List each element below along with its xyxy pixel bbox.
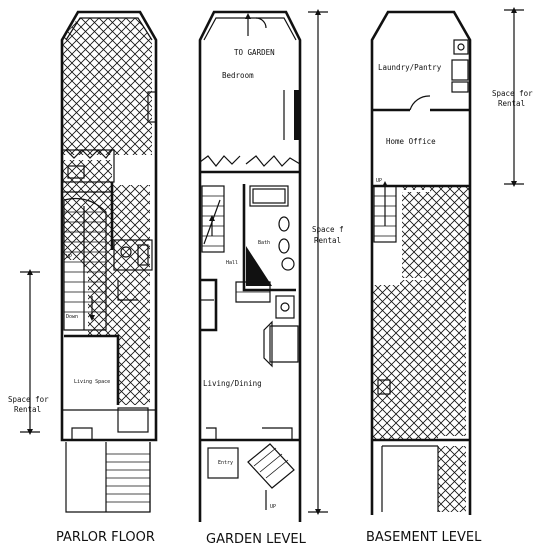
- garden-bath-wall: [242, 184, 296, 292]
- basement-hatch-front: [438, 446, 466, 512]
- garden-up-label: UP: [270, 504, 276, 510]
- garden-tub: [249, 185, 289, 207]
- parlor-tub: [137, 244, 149, 266]
- parlor-hatch-front: [62, 18, 152, 155]
- garden-living-label: Living/Dining: [203, 379, 262, 388]
- basement-sink-bowl: [457, 43, 465, 51]
- garden-level-title: GARDEN LEVEL: [206, 532, 307, 547]
- basement-office-label: Home Office: [386, 137, 436, 146]
- basement-level-title: BASEMENT LEVEL: [366, 530, 482, 545]
- garden-hall-label: Hall: [226, 260, 238, 266]
- parlor-window-box: [147, 91, 157, 123]
- garden-bath-sink-2: [278, 238, 290, 254]
- garden-bath-label: Bath: [258, 240, 270, 246]
- parlor-floor-plan: UP Down Living Space Space for Rental PA…: [8, 10, 158, 545]
- parlor-front-door: [71, 427, 93, 441]
- garden-entry-room: [207, 447, 239, 479]
- parlor-stair-treads: [64, 211, 106, 313]
- parlor-kitchen-counter: [61, 149, 115, 183]
- garden-rental-label-1: Space f: [312, 225, 344, 234]
- garden-entry-label: Entry: [218, 460, 233, 466]
- basement-rental-ticks: [504, 9, 524, 185]
- garden-bath-sink: [278, 216, 290, 232]
- parlor-vestibule: [117, 407, 149, 433]
- garden-bay-inner: [203, 17, 297, 41]
- parlor-bath-block: [113, 239, 153, 271]
- parlor-stoop-sides: [105, 442, 151, 512]
- garden-entry-step-lines: [253, 447, 289, 479]
- parlor-up-label: UP: [66, 254, 72, 260]
- garden-tub-inner: [252, 188, 286, 204]
- garden-left-niche: [200, 278, 218, 332]
- garden-bath-shower: [246, 246, 272, 286]
- garden-kitchen-angle: [263, 320, 273, 368]
- garden-toilet: [281, 257, 295, 271]
- parlor-living-label: Living Space: [74, 379, 110, 385]
- basement-washer: [451, 59, 469, 81]
- basement-hatch-pocket: [402, 192, 430, 278]
- basement-sink: [453, 39, 469, 55]
- basement-front-area: [381, 445, 439, 512]
- basement-outer-wall: [370, 10, 472, 515]
- parlor-toilet: [120, 246, 132, 258]
- parlor-rental-label-2: Rental: [14, 405, 41, 414]
- garden-level-plan: TO GARDEN Bedroom Bath Hall Living: [198, 9, 344, 547]
- garden-rear-door-swing: [255, 17, 267, 29]
- parlor-rental-ticks: [20, 271, 40, 433]
- garden-cabinet: [275, 295, 295, 319]
- garden-cabinet-sink: [280, 302, 290, 312]
- parlor-living-area: [64, 336, 116, 404]
- garden-closet-wall: [294, 90, 300, 140]
- garden-kitchen-island: [269, 325, 299, 363]
- basement-hatch-left: [372, 248, 466, 440]
- parlor-down-label: Down: [66, 314, 78, 320]
- parlor-floor-title: PARLOR FLOOR: [56, 530, 155, 545]
- basement-up-label: UP: [376, 178, 382, 184]
- garden-utility: [235, 281, 271, 303]
- garden-stair: [201, 185, 225, 253]
- basement-laundry-door: [409, 95, 431, 111]
- parlor-kitchen-zigzag: [65, 149, 113, 159]
- garden-bedroom-label: Bedroom: [222, 71, 254, 80]
- parlor-bay-inner: [65, 17, 153, 41]
- garden-to-garden-label: TO GARDEN: [234, 48, 275, 57]
- garden-rental-ticks: [308, 11, 328, 513]
- parlor-stoop: [65, 442, 151, 513]
- garden-rental-label-2: Rental: [314, 236, 341, 245]
- parlor-rental-label-1: Space for: [8, 395, 49, 404]
- basement-notch: [377, 379, 391, 395]
- basement-rental-label-2: Rental: [498, 99, 525, 108]
- parlor-sink: [67, 165, 85, 179]
- parlor-living-wall: [64, 334, 120, 405]
- garden-entry-steps: [247, 443, 295, 489]
- basement-rental-label-1: Space for: [492, 89, 533, 98]
- garden-zigzag-partition: [199, 155, 301, 167]
- parlor-outer-wall: [60, 10, 158, 442]
- parlor-stair: [63, 197, 107, 331]
- parlor-closet: [117, 280, 138, 301]
- garden-front-openings: [206, 427, 293, 440]
- parlor-stoop-steps: [106, 453, 150, 503]
- basement-laundry-label: Laundry/Pantry: [378, 63, 442, 72]
- basement-dryer: [451, 81, 469, 93]
- basement-level-plan: Laundry/Pantry Home Office UP Space for …: [366, 6, 533, 545]
